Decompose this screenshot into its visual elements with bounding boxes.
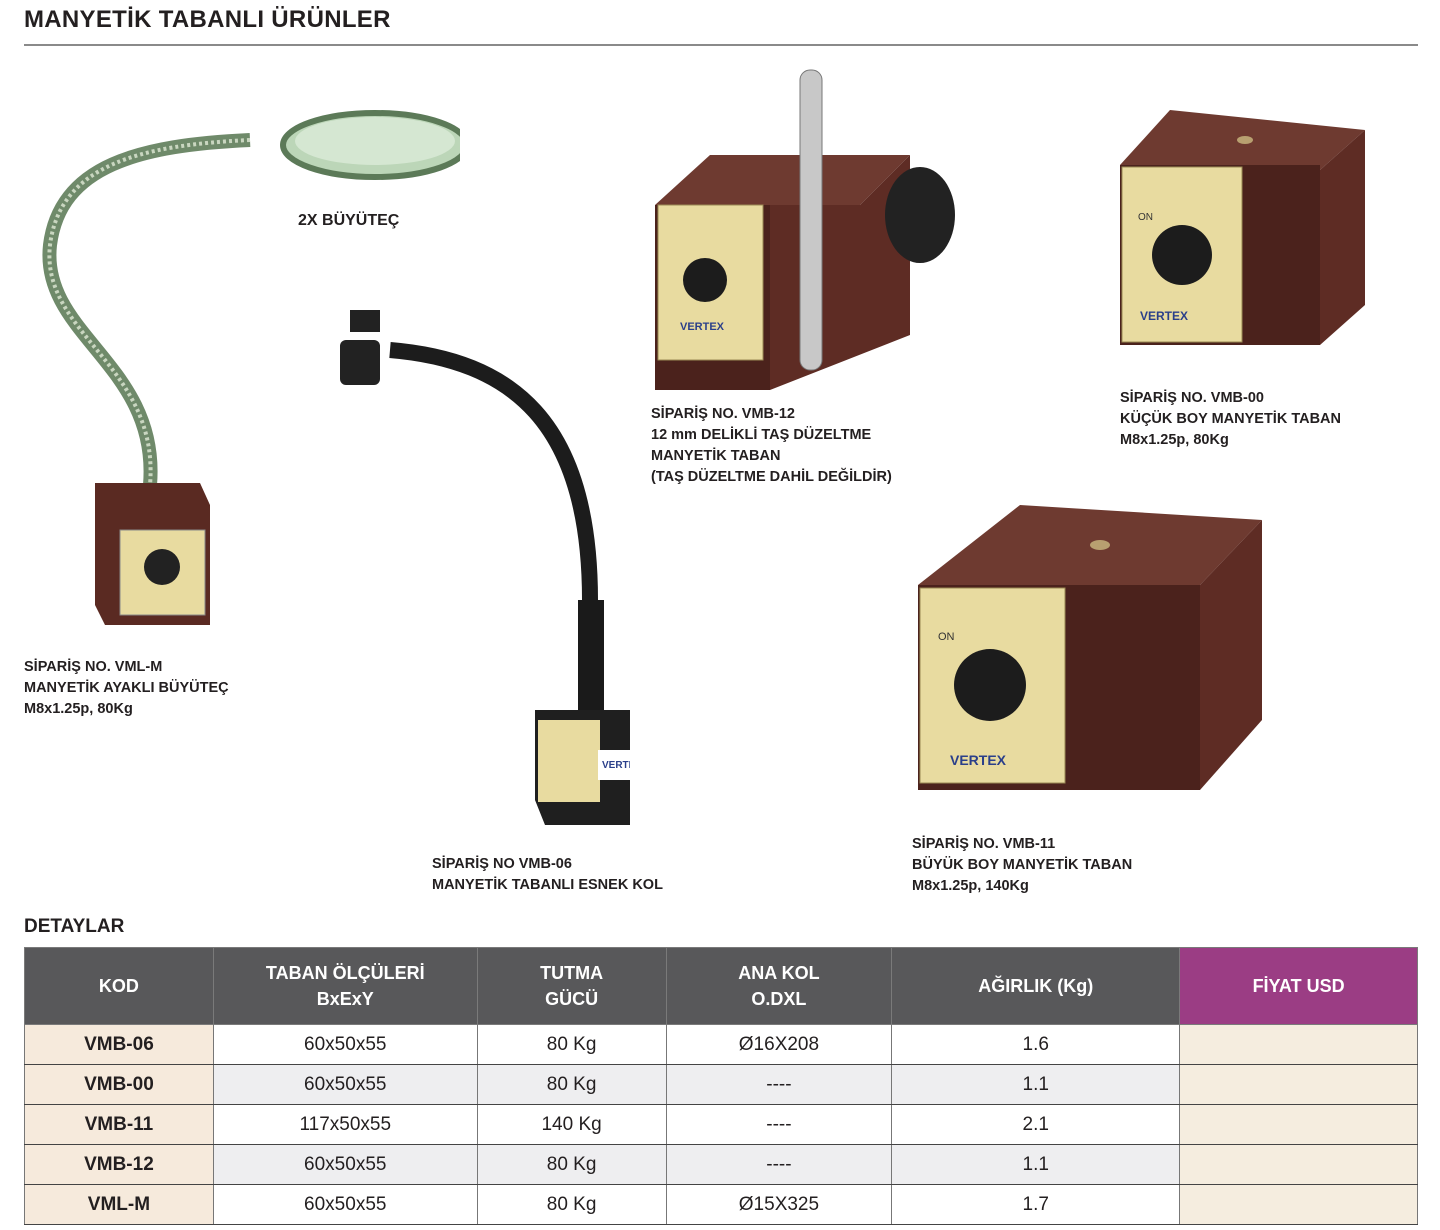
cell-weight: 1.7 bbox=[891, 1184, 1181, 1225]
cell-holding-force: 80 Kg bbox=[476, 1064, 667, 1105]
caption-line: SİPARİŞ NO. VMB-00 bbox=[1120, 390, 1264, 406]
caption-line: 12 mm DELİKLİ TAŞ DÜZELTME bbox=[651, 427, 872, 443]
brand-logo: VERTEX bbox=[950, 752, 1007, 768]
cell-kod: VML-M bbox=[24, 1184, 214, 1225]
caption-line: MANYETİK TABAN bbox=[651, 448, 781, 464]
brand-logo: VERTEX bbox=[1140, 309, 1188, 323]
magnifier-product-image bbox=[42, 110, 460, 625]
caption-line: MANYETİK AYAKLI BÜYÜTEÇ bbox=[24, 680, 229, 696]
vmb-12-product-image: VERTEX bbox=[655, 69, 955, 390]
vml-m-caption: SİPARİŞ NO. VML-M MANYETİK AYAKLI BÜYÜTE… bbox=[24, 657, 229, 720]
page-title: MANYETİK TABANLI ÜRÜNLER bbox=[24, 6, 391, 33]
cell-weight: 2.1 bbox=[891, 1104, 1181, 1145]
header-text: AĞIRLIK (Kg) bbox=[978, 976, 1094, 996]
header-holding-force: TUTMA GÜCÜ bbox=[476, 947, 667, 1025]
vmb-00-product-image: VERTEX ON bbox=[1120, 110, 1365, 345]
header-text: O.DXL bbox=[751, 989, 807, 1009]
vmb-12-caption: SİPARİŞ NO. VMB-12 12 mm DELİKLİ TAŞ DÜZ… bbox=[651, 404, 892, 488]
caption-line: M8x1.25p, 80Kg bbox=[1120, 432, 1229, 448]
header-text: BxExY bbox=[316, 989, 374, 1009]
cell-kod: VMB-06 bbox=[24, 1024, 214, 1065]
cell-main-arm: ---- bbox=[665, 1064, 893, 1105]
cell-dimensions: 60x50x55 bbox=[212, 1024, 478, 1065]
vmb-06-caption: SİPARİŞ NO VMB-06 MANYETİK TABANLI ESNEK… bbox=[432, 854, 663, 896]
vmb-00-caption: SİPARİŞ NO. VMB-00 KÜÇÜK BOY MANYETİK TA… bbox=[1120, 388, 1341, 451]
cell-weight: 1.1 bbox=[891, 1064, 1181, 1105]
brand-logo: VERTEX bbox=[680, 321, 725, 333]
cell-kod: VMB-00 bbox=[24, 1064, 214, 1105]
caption-line: (TAŞ DÜZELTME DAHİL DEĞİLDİR) bbox=[651, 469, 892, 485]
vmb-11-caption: SİPARİŞ NO. VMB-11 BÜYÜK BOY MANYETİK TA… bbox=[912, 834, 1132, 897]
vmb-11-product-image: VERTEX ON bbox=[918, 505, 1262, 790]
brand-logo: VERTEX bbox=[602, 760, 630, 771]
on-label: ON bbox=[938, 631, 955, 643]
cell-dimensions: 117x50x55 bbox=[212, 1104, 478, 1145]
header-text: TABAN ÖLÇÜLERİ bbox=[265, 963, 425, 983]
caption-line: M8x1.25p, 140Kg bbox=[912, 878, 1029, 894]
on-label: ON bbox=[1138, 212, 1153, 223]
caption-line: MANYETİK TABANLI ESNEK KOL bbox=[432, 877, 663, 893]
cell-main-arm: ---- bbox=[665, 1104, 893, 1145]
cell-price bbox=[1179, 1064, 1418, 1105]
header-main-arm: ANA KOL O.DXL bbox=[665, 947, 893, 1025]
cell-price bbox=[1179, 1024, 1418, 1065]
header-price: FİYAT USD bbox=[1179, 947, 1418, 1025]
cell-kod: VMB-11 bbox=[24, 1104, 214, 1145]
cell-price bbox=[1179, 1184, 1418, 1225]
caption-line: SİPARİŞ NO VMB-06 bbox=[432, 856, 572, 872]
caption-line: SİPARİŞ NO. VMB-11 bbox=[912, 836, 1056, 852]
header-text: KOD bbox=[98, 976, 139, 996]
cell-main-arm: Ø15X325 bbox=[665, 1184, 893, 1225]
header-text: GÜCÜ bbox=[545, 989, 599, 1009]
cell-dimensions: 60x50x55 bbox=[212, 1144, 478, 1185]
caption-line: BÜYÜK BOY MANYETİK TABAN bbox=[912, 857, 1133, 873]
details-table: KOD TABAN ÖLÇÜLERİ BxExY TUTMA GÜCÜ ANA KO… bbox=[24, 947, 1418, 1225]
magnifier-label: 2X BÜYÜTEÇ bbox=[298, 212, 400, 229]
cell-holding-force: 80 Kg bbox=[476, 1024, 667, 1065]
header-text: FİYAT USD bbox=[1252, 976, 1345, 996]
caption-line: SİPARİŞ NO. VMB-12 bbox=[651, 406, 795, 422]
header-dimensions: TABAN ÖLÇÜLERİ BxExY bbox=[212, 947, 478, 1025]
cell-weight: 1.1 bbox=[891, 1144, 1181, 1185]
cell-dimensions: 60x50x55 bbox=[212, 1064, 478, 1105]
caption-line: KÜÇÜK BOY MANYETİK TABAN bbox=[1120, 411, 1341, 427]
details-heading: DETAYLAR bbox=[24, 916, 125, 937]
caption-line: M8x1.25p, 80Kg bbox=[24, 701, 133, 717]
table-header-row: KOD TABAN ÖLÇÜLERİ BxExY TUTMA GÜCÜ ANA KO… bbox=[24, 947, 1418, 1025]
flexible-arm-product-image: VERTEX bbox=[340, 310, 630, 825]
header-kod: KOD bbox=[24, 947, 214, 1025]
cell-kod: VMB-12 bbox=[24, 1144, 214, 1185]
cell-weight: 1.6 bbox=[891, 1024, 1181, 1065]
caption-line: SİPARİŞ NO. VML-M bbox=[24, 659, 163, 675]
header-text: TUTMA bbox=[540, 963, 604, 983]
cell-dimensions: 60x50x55 bbox=[212, 1184, 478, 1225]
cell-price bbox=[1179, 1144, 1418, 1185]
cell-price bbox=[1179, 1104, 1418, 1145]
title-divider bbox=[24, 44, 1418, 46]
header-text: ANA KOL bbox=[738, 963, 820, 983]
cell-main-arm: Ø16X208 bbox=[665, 1024, 893, 1065]
cell-holding-force: 140 Kg bbox=[476, 1104, 667, 1145]
cell-holding-force: 80 Kg bbox=[476, 1184, 667, 1225]
cell-holding-force: 80 Kg bbox=[476, 1144, 667, 1185]
cell-main-arm: ---- bbox=[665, 1144, 893, 1185]
header-weight: AĞIRLIK (Kg) bbox=[891, 947, 1181, 1025]
